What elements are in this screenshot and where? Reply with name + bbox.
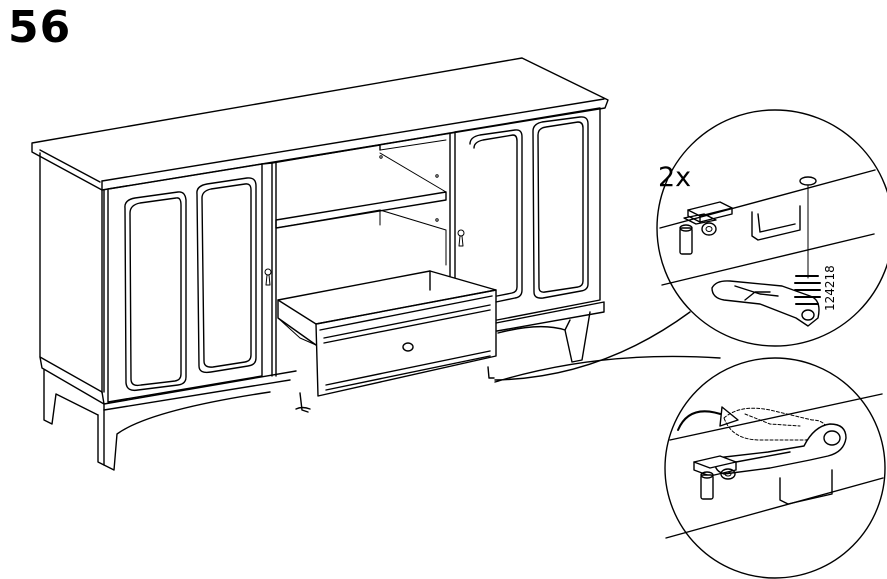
step-number: 56 bbox=[8, 2, 72, 53]
detail-connector-bottom bbox=[494, 355, 721, 383]
hole-marker bbox=[799, 176, 817, 186]
part-code: 124218 bbox=[823, 265, 837, 311]
detail-circle-bottom bbox=[664, 357, 886, 579]
right-door bbox=[449, 107, 601, 321]
drawer bbox=[277, 270, 497, 397]
rotate-arrow-icon bbox=[677, 410, 727, 431]
detail-connector-top bbox=[494, 311, 691, 381]
detail-circle-top: 2x 124218 bbox=[656, 109, 887, 347]
arrow-head-icon bbox=[719, 406, 739, 427]
spring-icon bbox=[794, 275, 821, 305]
left-door bbox=[107, 163, 272, 403]
quantity-label: 2x bbox=[658, 162, 691, 193]
sideboard bbox=[31, 57, 609, 471]
